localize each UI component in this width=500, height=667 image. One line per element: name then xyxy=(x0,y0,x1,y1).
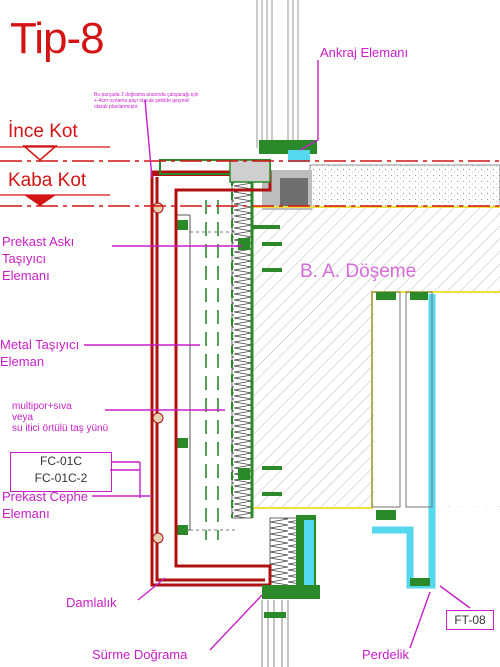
drawing-title: Tip-8 xyxy=(10,14,105,63)
screed-layer xyxy=(309,164,500,208)
precast-hanger-label: Prekast Askı Taşıyıcı Elemanı xyxy=(2,234,75,283)
curtain-box xyxy=(371,291,436,589)
anchor-element-label: Ankraj Elemanı xyxy=(320,45,409,60)
upper-frame-cyan xyxy=(288,150,310,162)
metal-carrier-label: Metal Taşıyıcı Eleman xyxy=(0,337,80,369)
lower-window-frame xyxy=(261,515,320,667)
finish-level-label: İnce Kot xyxy=(8,121,78,142)
rough-level-marker xyxy=(24,195,56,206)
lower-insulation xyxy=(269,517,301,594)
hanger-ticks xyxy=(238,225,282,496)
sliding-joinery-label: Sürme Doğrama xyxy=(92,647,188,662)
slab-void xyxy=(374,294,500,506)
upper-window-frame xyxy=(256,0,299,148)
metal-carrier xyxy=(205,200,219,540)
insulation-column xyxy=(231,177,253,519)
ft-code-box: FT-08 xyxy=(446,610,494,630)
joinery-note: Bu parçada 2 doğrama arasında çalışacağı… xyxy=(94,92,199,110)
metal-carrier-frame xyxy=(175,214,191,531)
facade-code-box: FC-01C FC-01C-2 xyxy=(10,452,112,492)
slab-label: B. A. Döşeme xyxy=(300,261,417,282)
carrier-clips xyxy=(176,220,188,535)
rough-level-label: Kaba Kot xyxy=(8,170,87,191)
precast-facade-label: Prekast Cephe Elemanı xyxy=(2,489,88,521)
finish-level-marker xyxy=(22,145,58,161)
anchor-core xyxy=(280,178,308,206)
dashed-hangers xyxy=(190,231,238,531)
curtain-box-label: Perdelik xyxy=(362,647,409,662)
leader-lines xyxy=(84,60,471,651)
insulation-label: multipor+sıva veya su itici örtülü taş y… xyxy=(12,401,109,434)
drip-label: Damlalık xyxy=(66,595,117,610)
